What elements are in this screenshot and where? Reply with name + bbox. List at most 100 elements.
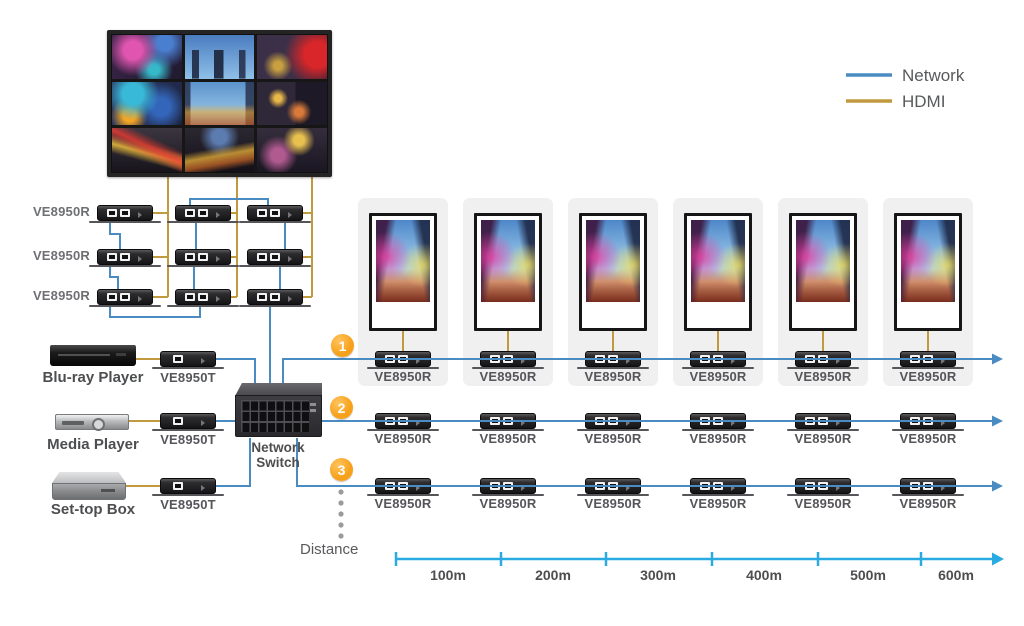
receiver-label: VE8950R xyxy=(899,369,957,384)
receiver-label: VE8950R xyxy=(374,496,432,511)
transmitter-device xyxy=(152,351,224,369)
wall-receiver-label: VE8950R xyxy=(32,204,90,219)
receiver-device xyxy=(239,205,311,223)
hdmi-drop-line xyxy=(717,331,719,352)
lan-port-icon xyxy=(257,209,267,217)
receiver-label: VE8950R xyxy=(479,496,537,511)
wall-panel xyxy=(184,128,255,172)
receiver-device xyxy=(89,249,161,267)
receiver-device xyxy=(167,205,239,223)
wall-panel xyxy=(112,35,182,79)
signage-image xyxy=(796,220,850,302)
arrow-icon xyxy=(288,256,292,262)
wall-receiver-label: VE8950R xyxy=(32,248,90,263)
arrow-icon xyxy=(521,358,525,364)
receiver-label: VE8950R xyxy=(689,369,747,384)
receiver-label: VE8950R xyxy=(899,496,957,511)
switch-ports-icon xyxy=(241,400,309,432)
receiver-device xyxy=(89,205,161,223)
receiver-label: VE8950R xyxy=(479,431,537,446)
wall-panel xyxy=(257,35,327,79)
signage-unit: VE8950R xyxy=(358,198,448,386)
wall-panel xyxy=(257,81,327,126)
more-streams-dots xyxy=(338,489,344,539)
stream-badge-1: 1 xyxy=(331,334,354,357)
lan-port-icon xyxy=(198,293,208,301)
arrow-icon xyxy=(731,485,735,491)
signage-unit: VE8950R xyxy=(568,198,658,386)
lan-port-icon xyxy=(173,482,183,490)
lan-port-icon xyxy=(107,209,117,217)
arrow-icon xyxy=(416,420,420,426)
lan-port-icon xyxy=(185,209,195,217)
transmitter-label: VE8950T xyxy=(160,497,216,512)
wall-receiver-label: VE8950R xyxy=(32,288,90,303)
settop-box-label: Set-top Box xyxy=(50,501,136,518)
arrow-icon xyxy=(416,485,420,491)
lan-port-icon xyxy=(185,253,195,261)
distance-scale-axis xyxy=(394,552,1004,566)
arrow-icon xyxy=(836,358,840,364)
signage-image xyxy=(586,220,640,302)
arrow-icon xyxy=(626,420,630,426)
signage-image xyxy=(376,220,430,302)
legend-hdmi-label: HDMI xyxy=(902,92,946,111)
receiver-label: VE8950R xyxy=(689,431,747,446)
hdmi-drop-line xyxy=(927,331,929,352)
media-player-device xyxy=(55,414,129,431)
signage-display xyxy=(684,213,752,331)
bluray-player-label: Blu-ray Player xyxy=(42,369,144,386)
signage-display xyxy=(369,213,437,331)
hdmi-drop-line xyxy=(507,331,509,352)
signage-display xyxy=(894,213,962,331)
transmitter-label: VE8950T xyxy=(160,432,216,447)
wall-panel xyxy=(184,81,255,126)
signage-unit: VE8950R xyxy=(883,198,973,386)
signage-image xyxy=(481,220,535,302)
network-switch-label-line2: Switch xyxy=(256,455,300,470)
lan-port-icon xyxy=(173,417,183,425)
distance-segment-label: 300m xyxy=(640,567,676,583)
network-switch-label: Network Switch xyxy=(233,440,323,470)
arrow-icon xyxy=(836,420,840,426)
bluray-player-device xyxy=(50,345,136,366)
arrow-icon xyxy=(201,420,205,426)
lan-port-icon xyxy=(120,253,130,261)
receiver-device xyxy=(239,289,311,307)
arrow-icon xyxy=(216,296,220,302)
lan-port-icon xyxy=(120,293,130,301)
signage-display xyxy=(474,213,542,331)
legend-network-label: Network xyxy=(902,66,965,85)
distance-segment-label: 600m xyxy=(938,567,974,583)
receiver-label: VE8950R xyxy=(479,369,537,384)
settop-box-device xyxy=(52,472,126,483)
hdmi-source-lines xyxy=(125,358,162,487)
arrow-icon xyxy=(731,358,735,364)
receiver-device xyxy=(239,249,311,267)
arrow-icon xyxy=(201,358,205,364)
hdmi-drop-line xyxy=(612,331,614,352)
wall-panel xyxy=(112,81,182,126)
receiver-label: VE8950R xyxy=(584,431,642,446)
receiver-device xyxy=(167,249,239,267)
lan-port-icon xyxy=(107,253,117,261)
arrow-icon xyxy=(216,256,220,262)
lan-port-icon xyxy=(257,253,267,261)
receiver-device xyxy=(167,289,239,307)
lan-port-icon xyxy=(198,209,208,217)
signage-unit: VE8950R xyxy=(673,198,763,386)
arrow-icon xyxy=(138,212,142,218)
switch-led-icon xyxy=(310,403,316,406)
arrow-icon xyxy=(216,212,220,218)
wall-panel xyxy=(257,128,327,172)
lan-port-icon xyxy=(198,253,208,261)
arrow-icon xyxy=(521,485,525,491)
receiver-label: VE8950R xyxy=(794,496,852,511)
receiver-label: VE8950R xyxy=(584,496,642,511)
transmitter-label: VE8950T xyxy=(160,370,216,385)
lan-port-icon xyxy=(120,209,130,217)
distance-segment-label: 500m xyxy=(850,567,886,583)
signage-display xyxy=(789,213,857,331)
wall-panel xyxy=(184,35,255,79)
